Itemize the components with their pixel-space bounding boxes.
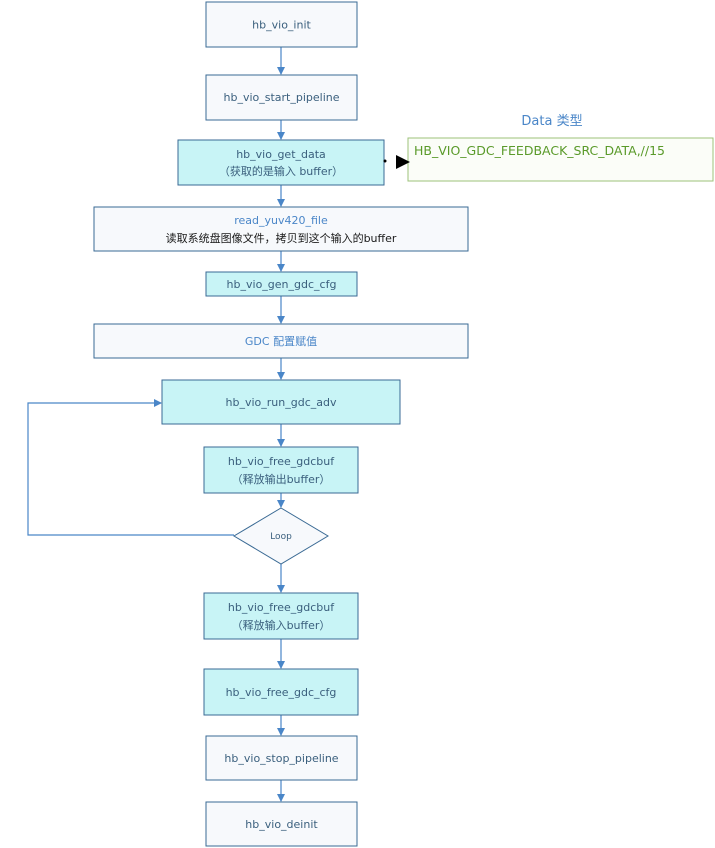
step-stop-pipeline-label: hb_vio_stop_pipeline <box>224 752 338 765</box>
step-free-gdcbuf-in-label: hb_vio_free_gdcbuf <box>228 601 335 614</box>
step-run-gdc-adv: hb_vio_run_gdc_adv <box>161 379 401 425</box>
step-get-data-label: hb_vio_get_data <box>236 148 326 161</box>
step-free-gdcbuf-out-note: （释放输出buffer） <box>232 472 331 486</box>
step-read-file-label: read_yuv420_file <box>234 214 328 227</box>
step-init-label: hb_vio_init <box>252 19 311 32</box>
step-start-pipeline: hb_vio_start_pipeline <box>205 74 358 121</box>
data-type-value: HB_VIO_GDC_FEEDBACK_SRC_DATA,//15 <box>414 143 665 158</box>
step-get-data-note: （获取的是输入 buffer） <box>219 164 343 178</box>
step-start-pipeline-label: hb_vio_start_pipeline <box>223 91 339 104</box>
step-free-gdcbuf-in-note: （释放输入buffer） <box>232 618 331 632</box>
connectors <box>27 47 285 802</box>
step-free-gdcbuf-in: hb_vio_free_gdcbuf （释放输入buffer） <box>203 592 359 640</box>
step-deinit: hb_vio_deinit <box>205 801 358 847</box>
step-free-gdcbuf-out-label: hb_vio_free_gdcbuf <box>228 455 335 468</box>
decision-loop-label: Loop <box>270 532 292 542</box>
step-init: hb_vio_init <box>205 1 358 48</box>
step-free-gdcbuf-out: hb_vio_free_gdcbuf （释放输出buffer） <box>203 446 359 494</box>
step-gdc-assign: GDC 配置赋值 <box>93 323 469 359</box>
step-get-data: hb_vio_get_data （获取的是输入 buffer） <box>177 139 385 186</box>
step-gen-gdc-cfg-label: hb_vio_gen_gdc_cfg <box>227 278 337 291</box>
arrow-loop-back <box>27 399 234 536</box>
step-read-file-note: 读取系统盘图像文件，拷贝到这个输入的buffer <box>166 231 397 245</box>
data-type-title: Data 类型 <box>521 114 582 129</box>
step-stop-pipeline: hb_vio_stop_pipeline <box>205 735 358 781</box>
step-free-gdc-cfg: hb_vio_free_gdc_cfg <box>203 668 359 716</box>
step-read-file: read_yuv420_file 读取系统盘图像文件，拷贝到这个输入的buffe… <box>93 206 469 252</box>
step-gdc-assign-label: GDC 配置赋值 <box>245 335 317 348</box>
decision-loop: Loop <box>233 507 329 565</box>
step-deinit-label: hb_vio_deinit <box>245 818 318 831</box>
connector-dot <box>383 159 387 163</box>
step-run-gdc-adv-label: hb_vio_run_gdc_adv <box>226 396 337 409</box>
data-type-callout: Data 类型 HB_VIO_GDC_FEEDBACK_SRC_DATA,//1… <box>383 114 714 182</box>
step-gen-gdc-cfg: hb_vio_gen_gdc_cfg <box>205 271 358 297</box>
step-free-gdc-cfg-label: hb_vio_free_gdc_cfg <box>226 686 337 699</box>
